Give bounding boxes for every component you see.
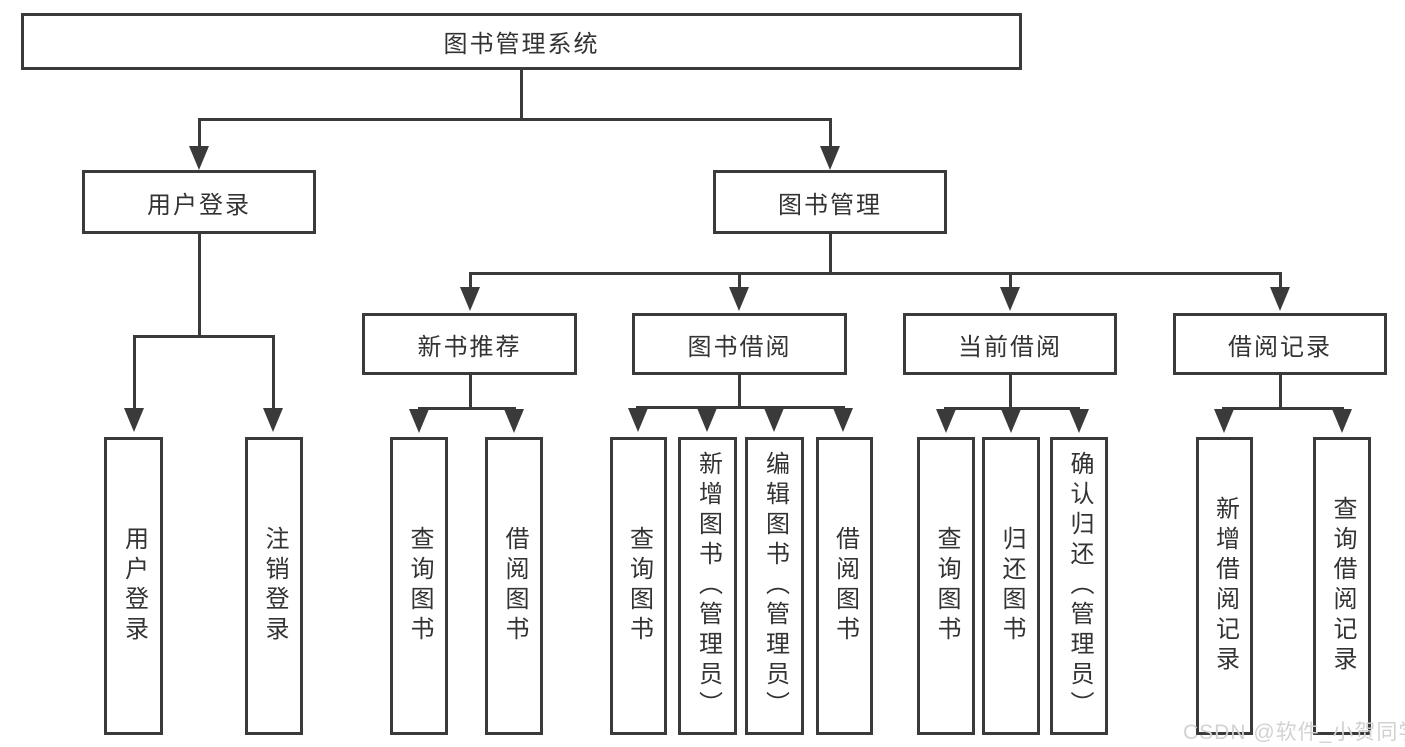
leaf-query-borrow-record: 查询借阅记录 (1313, 437, 1371, 735)
connector-line (418, 407, 516, 410)
arrow-down-icon (936, 409, 956, 433)
connector-line (469, 272, 472, 287)
node-root-system: 图书管理系统 (21, 13, 1022, 70)
arrow-down-icon (628, 408, 648, 432)
arrow-down-icon (1214, 409, 1234, 433)
arrow-down-icon (460, 287, 480, 311)
leaf-user-login: 用户登录 (104, 437, 163, 735)
leaf-borrow-books-1: 借阅图书 (485, 437, 543, 735)
arrow-down-icon (697, 408, 717, 432)
node-current-borrow: 当前借阅 (903, 313, 1117, 375)
leaf-return-books: 归还图书 (982, 437, 1040, 735)
arrow-down-icon (1001, 409, 1021, 433)
arrow-down-icon (263, 408, 283, 432)
arrow-down-icon (1332, 409, 1352, 433)
arrow-down-icon (1069, 409, 1089, 433)
node-book-management: 图书管理 (713, 170, 947, 234)
arrow-down-icon (1000, 287, 1020, 311)
node-new-book-recommend: 新书推荐 (362, 313, 577, 375)
arrow-down-icon (124, 408, 144, 432)
leaf-confirm-return-admin: 确认归还（管理员） (1050, 437, 1108, 735)
node-borrow-records: 借阅记录 (1173, 313, 1387, 375)
connector-line (198, 234, 201, 335)
csdn-watermark: CSDN @软件_小贺同学 (1183, 721, 1405, 744)
connector-line (1222, 407, 1344, 410)
connector-line (520, 70, 523, 118)
connector-line (636, 406, 845, 409)
connector-line (1009, 272, 1012, 287)
node-user-login: 用户登录 (82, 170, 316, 234)
leaf-query-books-2: 查询图书 (610, 437, 667, 735)
leaf-logout: 注销登录 (245, 437, 303, 735)
connector-line (133, 335, 136, 408)
arrow-down-icon (833, 408, 853, 432)
arrow-down-icon (1270, 287, 1290, 311)
arrow-down-icon (729, 287, 749, 311)
connector-line (198, 118, 201, 148)
connector-line (738, 272, 741, 287)
connector-line (469, 375, 472, 407)
arrow-down-icon (504, 409, 524, 433)
connector-line (829, 118, 832, 148)
connector-line (272, 335, 275, 408)
arrow-down-icon (189, 146, 209, 170)
leaf-edit-book-admin: 编辑图书（管理员） (745, 437, 804, 735)
arrow-down-icon (764, 408, 784, 432)
connector-line (1009, 375, 1012, 407)
node-book-borrow: 图书借阅 (632, 313, 847, 375)
connector-line (1279, 272, 1282, 287)
leaf-borrow-books-2: 借阅图书 (816, 437, 873, 735)
arrow-down-icon (820, 146, 840, 170)
connector-line (738, 375, 741, 406)
connector-line (829, 234, 832, 272)
leaf-query-books-3: 查询图书 (917, 437, 975, 735)
connector-line (1279, 375, 1282, 407)
leaf-add-borrow-record: 新增借阅记录 (1196, 437, 1253, 735)
connector-line (198, 118, 831, 121)
connector-line (133, 335, 275, 338)
connector-line (469, 272, 1282, 275)
leaf-query-books-1: 查询图书 (390, 437, 448, 735)
connector-line (944, 407, 1080, 410)
leaf-add-book-admin: 新增图书（管理员） (678, 437, 737, 735)
arrow-down-icon (409, 409, 429, 433)
